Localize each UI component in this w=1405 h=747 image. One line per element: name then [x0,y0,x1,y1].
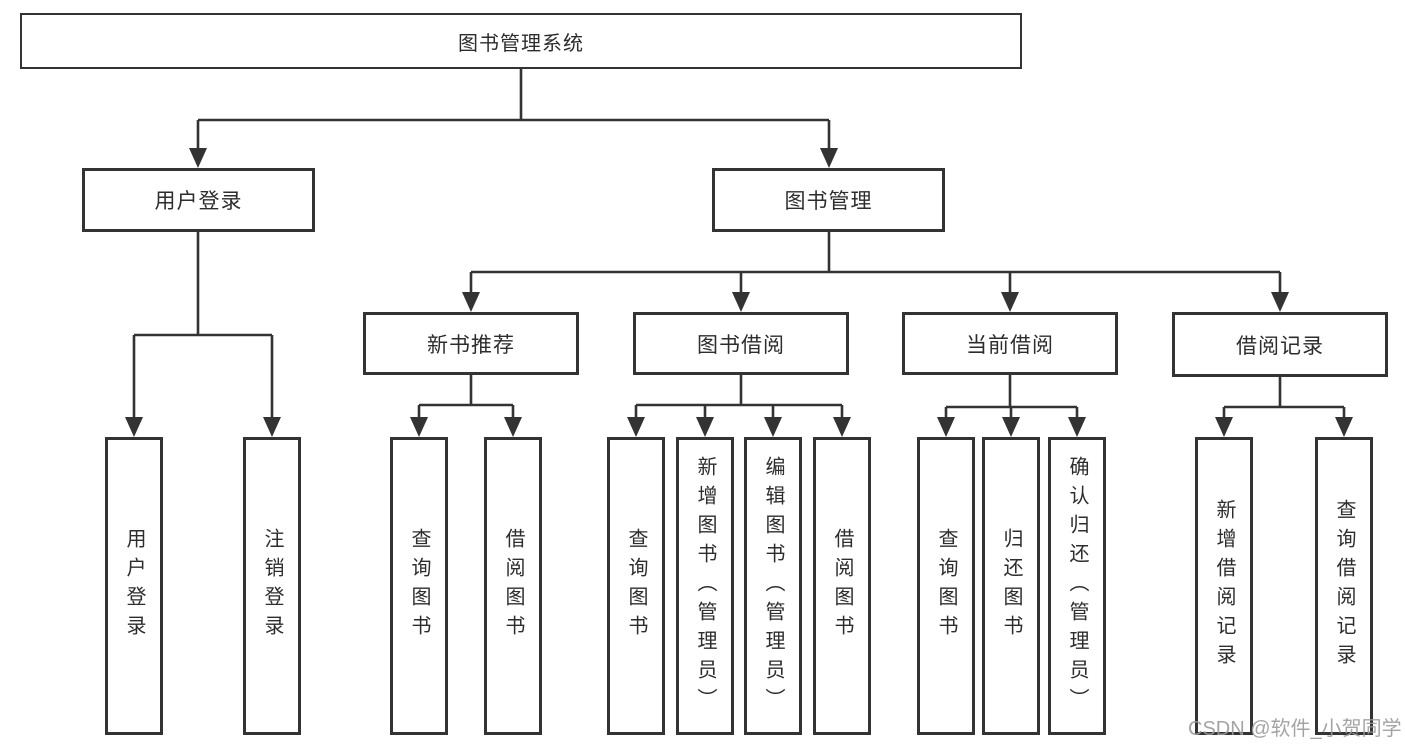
leaf-query-books-recommend-label: 查询图书 [408,528,430,644]
csdn-watermark: CSDN @软件_小贺同学 [1188,718,1402,740]
connector-new-book-children [410,375,522,437]
leaf-add-books-admin-label: 新增图书（管理员） [694,455,716,717]
node-book-management-label: 图书管理 [784,190,873,213]
leaf-add-books-admin: 新增图书（管理员） [676,437,734,735]
leaf-add-borrow-record: 新增借阅记录 [1195,437,1253,735]
leaf-borrow-books-label: 借阅图书 [831,528,853,644]
node-new-book-recommend-label: 新书推荐 [427,333,515,357]
leaf-confirm-return-admin: 确认归还（管理员） [1048,437,1106,735]
node-new-book-recommend: 新书推荐 [363,312,579,375]
leaf-query-books-current: 查询图书 [917,437,975,735]
leaf-query-borrow-record-label: 查询借阅记录 [1333,499,1355,673]
leaf-confirm-return-admin-label: 确认归还（管理员） [1066,455,1088,717]
leaf-add-borrow-record-label: 新增借阅记录 [1213,499,1235,673]
leaf-query-books-borrow: 查询图书 [607,437,665,735]
node-current-borrow: 当前借阅 [902,312,1118,375]
leaf-return-books-label: 归还图书 [1000,528,1022,644]
node-user-login: 用户登录 [82,168,315,232]
leaf-borrow-books-recommend: 借阅图书 [484,437,542,735]
leaf-edit-books-admin-label: 编辑图书（管理员） [762,455,784,717]
node-current-borrow-label: 当前借阅 [966,333,1054,357]
leaf-user-login: 用户登录 [105,437,163,735]
node-root-library-system: 图书管理系统 [20,13,1022,69]
node-book-borrow-label: 图书借阅 [697,333,785,357]
connector-current-borrow-children [937,375,1086,437]
leaf-query-books-recommend: 查询图书 [390,437,448,735]
node-user-login-label: 用户登录 [154,190,243,213]
node-book-management: 图书管理 [712,168,945,232]
leaf-borrow-books: 借阅图书 [813,437,871,735]
leaf-return-books: 归还图书 [982,437,1040,735]
leaf-borrow-books-recommend-label: 借阅图书 [502,528,524,644]
connector-root-to-level2 [189,69,838,168]
connector-book-borrow-children [627,375,851,437]
node-root-label: 图书管理系统 [458,32,584,55]
leaf-logout-label: 注销登录 [261,528,283,644]
node-book-borrow: 图书借阅 [633,312,849,375]
leaf-user-login-label: 用户登录 [123,528,145,644]
leaf-query-books-borrow-label: 查询图书 [625,528,647,644]
connector-borrow-records-children [1215,377,1353,437]
leaf-query-books-current-label: 查询图书 [935,528,957,644]
leaf-edit-books-admin: 编辑图书（管理员） [744,437,802,735]
leaf-query-borrow-record: 查询借阅记录 [1315,437,1373,735]
node-borrow-records-label: 借阅记录 [1236,334,1324,358]
leaf-logout: 注销登录 [243,437,301,735]
node-borrow-records: 借阅记录 [1172,312,1388,377]
connector-book-management-children [462,232,1289,312]
connector-user-login-children [125,232,281,437]
